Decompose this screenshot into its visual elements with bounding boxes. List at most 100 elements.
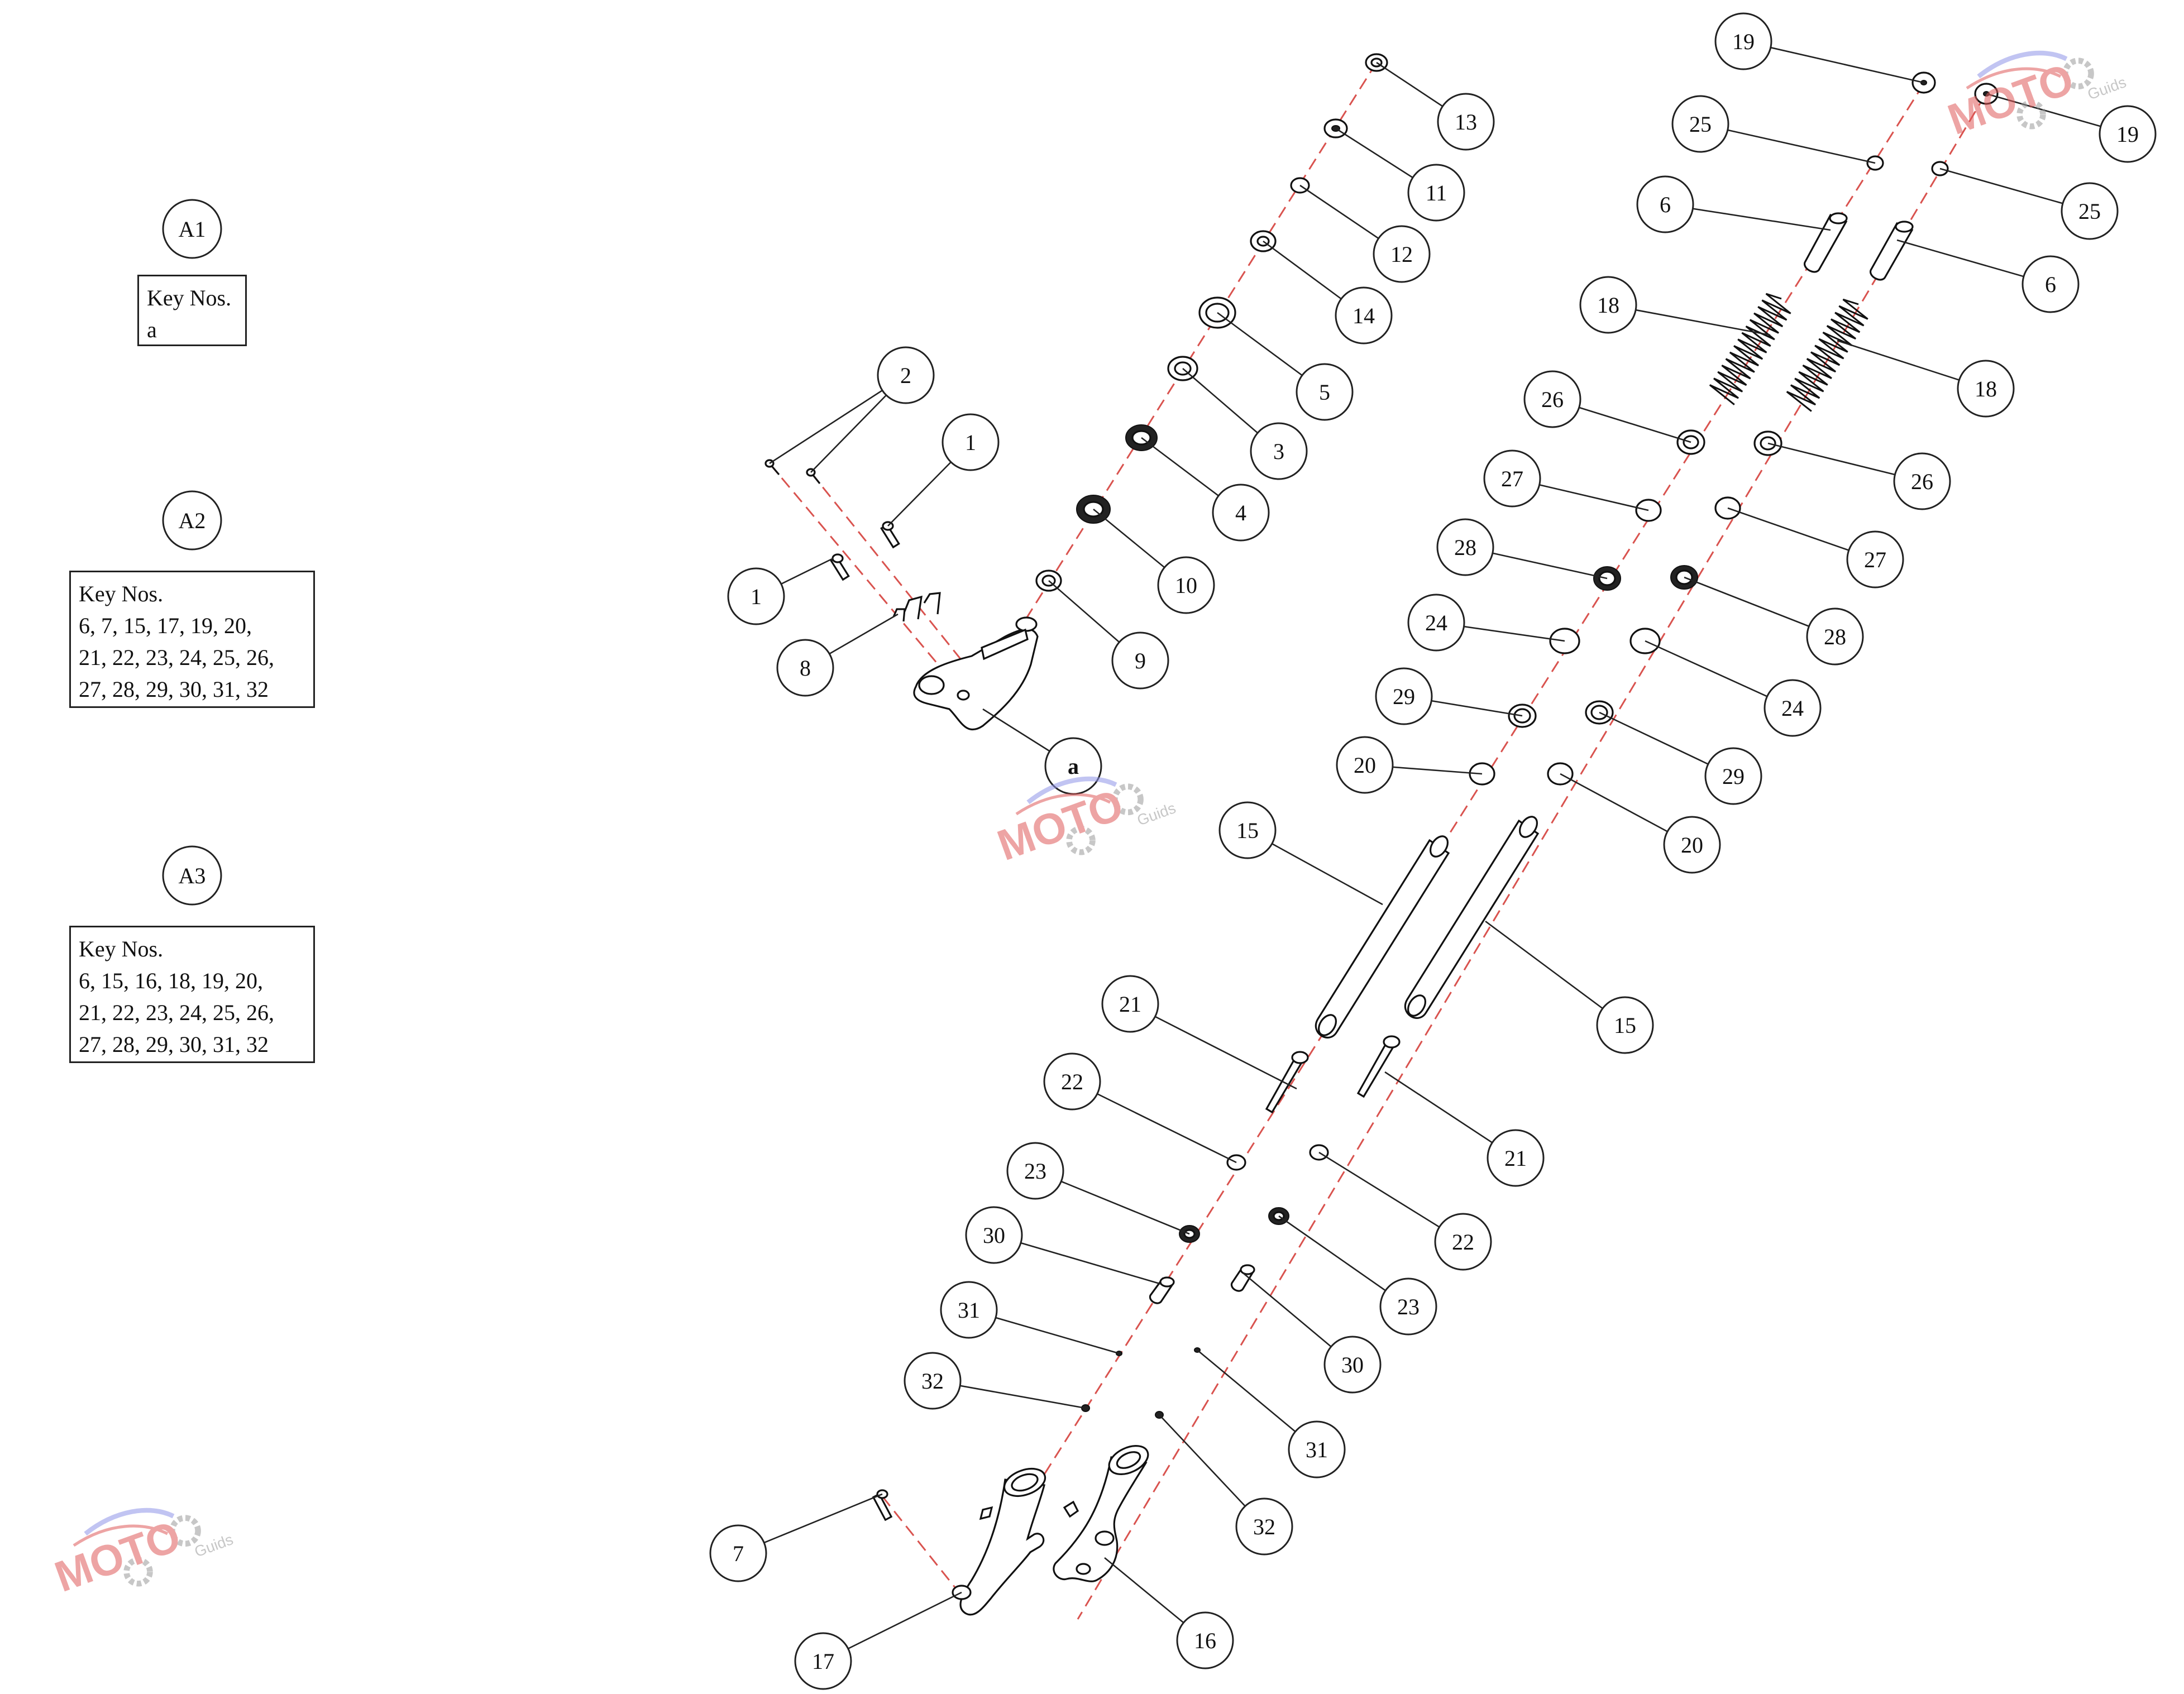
callout-bubble [1434, 1213, 1492, 1271]
part-1-bolt [880, 521, 900, 549]
callout-bubble [1893, 452, 1951, 510]
callout-bubble [877, 346, 935, 404]
callout-20: 20 [1560, 773, 1721, 874]
callout-label: 18 [1597, 293, 1619, 318]
callout-label: 31 [1306, 1437, 1328, 1462]
callout-bubble [1335, 286, 1393, 344]
callout-1: 1 [727, 557, 834, 625]
callout-21: 21 [1101, 975, 1297, 1090]
callout-27: 27 [1727, 507, 1904, 588]
callout-24: 24 [1645, 640, 1822, 737]
callout-31: 31 [940, 1281, 1120, 1355]
callout-label: 20 [1354, 753, 1376, 778]
callout-label: 16 [1194, 1628, 1216, 1653]
callout-bubble [1157, 556, 1215, 614]
callout-label: 22 [1061, 1069, 1083, 1094]
callout-26: 26 [1767, 442, 1951, 510]
axis-upper-stem [1021, 62, 1378, 626]
callout-label: a [1068, 754, 1079, 779]
callout-28: 28 [1684, 576, 1864, 666]
callout-19: 19 [1714, 12, 1924, 84]
callout-label: 4 [1235, 500, 1246, 525]
callout-label: 13 [1455, 109, 1477, 135]
callout-23: 23 [1278, 1215, 1437, 1336]
callout-label: 18 [1975, 376, 1997, 401]
callout-label: 23 [1024, 1159, 1046, 1184]
part-7-axle-bolt [872, 1489, 893, 1521]
callout-label: 5 [1319, 380, 1330, 405]
part-8-clips [892, 592, 941, 622]
part-18-spring [1786, 298, 1868, 412]
callout-label: 26 [1541, 387, 1564, 412]
axis-axle-bolt [881, 1496, 963, 1596]
legend-box-a2: Key Nos. 6, 7, 15, 17, 19, 20, 21, 22, 2… [69, 571, 315, 708]
legend-box-a1: Key Nos. a [137, 275, 247, 346]
callout-label: 28 [1454, 535, 1476, 560]
callout-bubble [1296, 363, 1354, 421]
callout-label: 30 [1341, 1352, 1364, 1377]
callout-15: 15 [1485, 920, 1654, 1054]
callout-label: 2 [900, 363, 911, 388]
callout-1: 1 [887, 413, 1000, 527]
callout-label: 29 [1722, 764, 1745, 789]
part-16-right-slider [1053, 1445, 1149, 1582]
legend-line: a [147, 317, 157, 342]
legend-bubble-label: A2 [179, 508, 206, 533]
callout-25: 25 [1671, 95, 1876, 164]
callout-label: 10 [1175, 573, 1197, 598]
callout-label: 8 [800, 655, 811, 681]
callout-bubble [1176, 1611, 1234, 1669]
callout-bubble [940, 1281, 998, 1339]
callout-22: 22 [1043, 1052, 1237, 1164]
callout-bubble [1596, 996, 1654, 1054]
axis-mount-bolt-b [810, 472, 979, 682]
axis-right-tube [1077, 94, 1986, 1620]
part-15-inner-tube [1404, 816, 1540, 1019]
part-17-left-slider [952, 1467, 1046, 1616]
legend-line: 6, 15, 16, 18, 19, 20, [79, 968, 263, 993]
leader-line [1072, 1080, 1237, 1164]
callout-18: 18 [1837, 339, 2015, 418]
callout-label: 23 [1397, 1294, 1420, 1319]
callout-label: 28 [1824, 624, 1846, 649]
part-6-spacer [1804, 212, 1848, 273]
leader-line [1743, 40, 1924, 84]
legend-bubble-a1: A1 [162, 199, 222, 259]
callout-bubble [1250, 422, 1308, 480]
callout-label: 24 [1425, 610, 1447, 635]
lower-fork-legs [872, 1445, 1149, 1616]
leader-line [993, 1234, 1162, 1285]
callout-label: 1 [751, 584, 762, 609]
callout-bubble [776, 639, 834, 697]
callout-6: 6 [1636, 175, 1831, 233]
part-18-spring [1709, 293, 1791, 405]
leader-line [1700, 123, 1876, 164]
callout-29: 29 [1375, 667, 1523, 725]
callout-bubble [1436, 518, 1494, 576]
callout-12: 12 [1299, 184, 1431, 283]
callout-bubble [1407, 594, 1465, 652]
callout-8: 8 [776, 613, 899, 697]
callout-label: 27 [1864, 547, 1886, 572]
callout-bubble [794, 1632, 852, 1690]
callout-23: 23 [1006, 1142, 1190, 1235]
callout-5: 5 [1217, 312, 1354, 421]
callout-2: 2 [769, 346, 935, 473]
callout-32: 32 [904, 1352, 1086, 1410]
assembly-axes [768, 62, 1986, 1620]
callout-9: 9 [1048, 580, 1169, 690]
steering-stem-bracket [913, 616, 1039, 731]
callout-label: 19 [1732, 29, 1755, 54]
callout-label: 25 [2078, 199, 2101, 224]
part-6-spacer [1870, 221, 1914, 281]
callout-label: 20 [1681, 832, 1703, 858]
legend-title: Key Nos. [79, 581, 164, 606]
callout-14: 14 [1263, 240, 1393, 344]
callout-bubble [942, 413, 1000, 471]
callout-bubble [1704, 747, 1762, 805]
callout-label: 21 [1119, 992, 1141, 1017]
callout-label: 22 [1452, 1229, 1474, 1255]
callout-bubble [1764, 679, 1822, 737]
